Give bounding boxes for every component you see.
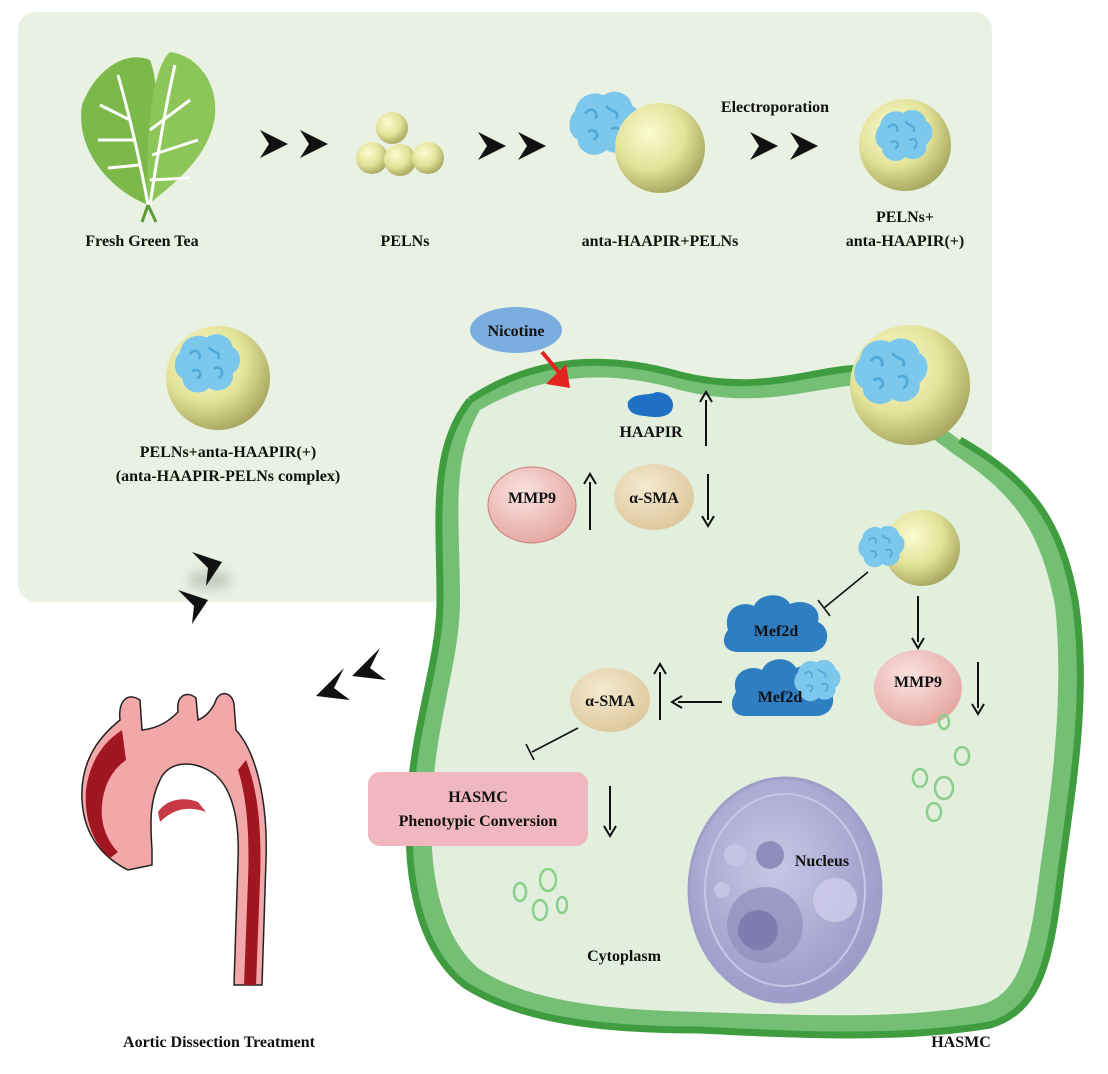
loaded-nanoparticle-icon [166,326,270,430]
label-hasmc-conv-1: HASMC [448,789,508,806]
down-arrow-icon [603,786,617,838]
asma-bottom-node [570,668,650,732]
loaded-nanoparticle-icon [850,325,970,445]
label-hasmc-conv-2: Phenotypic Conversion [399,813,558,830]
label-complex-1: PELNs+anta-HAAPIR(+) [140,444,316,461]
leaf-icon [81,52,216,223]
inhibit-arrow-icon [817,571,869,617]
down-arrow-icon [971,662,985,716]
mmp9-top-node [487,466,577,544]
inhibit-arrow-icon [525,727,579,761]
haapir-icon [627,392,674,418]
loaded-nanoparticle-icon [857,510,960,586]
label-aortic-treatment: Aortic Dissection Treatment [123,1034,316,1051]
mmp9-bottom-node [874,650,962,726]
left-arrow-icon [670,695,722,709]
label-pelns-plus-2: anta-HAAPIR(+) [846,233,964,250]
aorta-icon [81,692,267,986]
down-arrow-icon [701,474,715,528]
up-arrow-icon [699,390,713,446]
label-asma-top: α-SMA [629,490,679,507]
label-mef2d-top: Mef2d [754,623,799,640]
label-mef2d-bottom: Mef2d [758,689,803,706]
label-nicotine: Nicotine [488,323,545,340]
label-mmp9-top: MMP9 [508,490,556,507]
label-anta-plus-pelns: anta-HAAPIR+PELNs [582,233,739,250]
cargo-plus-nanoparticle-icon [568,90,705,193]
asma-top-node [614,464,694,530]
label-hasmc: HASMC [931,1034,991,1051]
vesicles [512,713,971,922]
mef2d-top-node [723,595,828,652]
label-fresh-green-tea: Fresh Green Tea [85,233,198,250]
label-electroporation: Electroporation [721,99,829,116]
label-pelns-plus-1: PELNs+ [876,209,934,226]
nicotine-badge [470,307,562,353]
nanoparticle-cluster-icon [356,112,444,176]
hasmc-conversion-box [368,772,588,846]
label-pelns: PELNs [381,233,430,250]
nucleus-icon [687,776,883,1004]
down-arrow-icon [911,596,925,650]
mef2d-bottom-node [731,659,842,716]
loaded-nanoparticle-icon [859,99,951,191]
label-complex-2: (anta-HAAPIR-PELNs complex) [116,468,340,485]
label-mmp9-bottom: MMP9 [894,674,942,691]
label-asma-bottom: α-SMA [585,693,635,710]
label-haapir: HAAPIR [619,424,683,441]
up-arrow-icon [653,662,667,720]
red-arrow-icon [540,350,570,388]
label-nucleus: Nucleus [795,853,849,870]
up-arrow-icon [583,472,597,530]
label-cytoplasm: Cytoplasm [587,948,661,965]
chevron-arrow-icon [178,552,386,700]
